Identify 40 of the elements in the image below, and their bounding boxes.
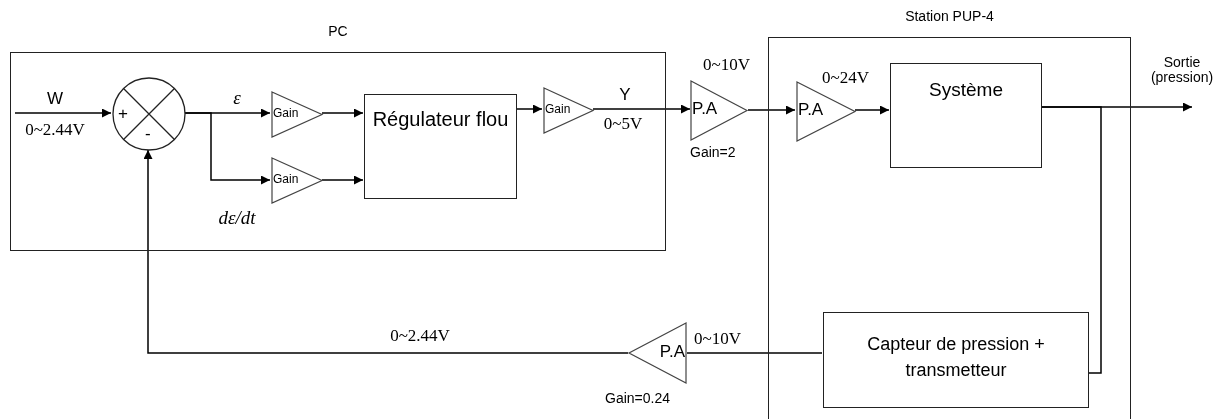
gain-value: Gain=2 — [690, 145, 736, 161]
connector-line — [686, 352, 823, 354]
block-label: Système — [928, 78, 1004, 102]
gain-label: P.A — [659, 342, 685, 362]
arrow — [592, 104, 691, 114]
sensor-box — [823, 312, 1089, 408]
amplifier-triangle — [690, 80, 748, 141]
arrow — [14, 108, 112, 118]
arrow — [321, 108, 364, 118]
edge-label: Sortie (pression) — [1148, 54, 1216, 86]
gain-block — [271, 91, 323, 138]
gain-label: P.A — [798, 101, 824, 120]
summing-junction — [112, 77, 186, 151]
controller-box — [364, 94, 517, 199]
arrow — [515, 104, 543, 114]
sign-label: + — [118, 105, 128, 124]
block-label: Régulateur flou — [371, 107, 510, 132]
arrow — [143, 149, 629, 354]
amplifier-triangle — [628, 322, 687, 384]
box-heading: PC — [327, 23, 349, 39]
gain-label: Gain — [273, 173, 299, 187]
voltage-range: 0~10V — [694, 330, 741, 349]
block-label: Capteur de pression + transmetteur — [866, 333, 1046, 383]
gain-label: P.A — [692, 100, 718, 119]
connector-line — [1040, 106, 1102, 374]
arrow — [854, 105, 890, 115]
voltage-range: 0~24V — [822, 69, 869, 88]
arrow — [184, 112, 271, 185]
arrow — [321, 175, 364, 185]
process-box — [890, 63, 1042, 168]
gain-block — [271, 157, 323, 204]
sign-label: - — [145, 125, 151, 144]
gain-label: Gain — [273, 107, 299, 121]
box-heading: Station PUP-4 — [904, 8, 995, 24]
amplifier-triangle — [796, 81, 856, 142]
arrow — [747, 105, 796, 115]
gain-block — [543, 87, 594, 134]
voltage-range: 0~10V — [703, 56, 750, 75]
gain-label: Gain — [545, 103, 571, 117]
gain-value: Gain=0.24 — [605, 391, 670, 407]
